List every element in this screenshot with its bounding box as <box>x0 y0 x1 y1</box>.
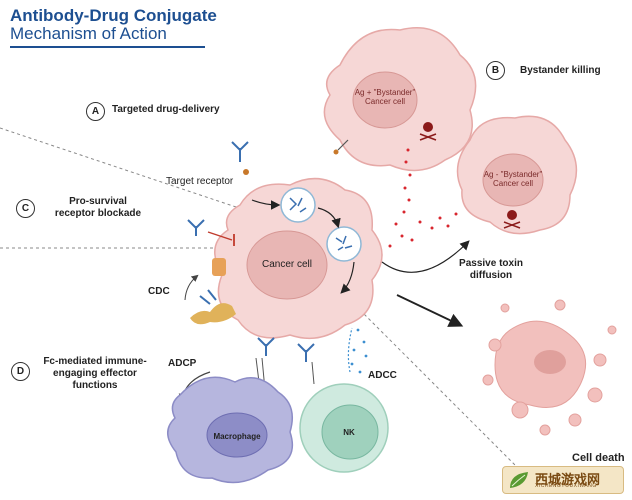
section-a-badge: A <box>86 102 105 121</box>
section-d-label: Fc-mediated immune-engaging effector fun… <box>43 356 147 391</box>
adcc-label: ADCC <box>368 370 397 381</box>
skull-icon-bystander-neg <box>503 210 521 229</box>
cdc-label: CDC <box>148 286 170 297</box>
bystander-neg-label: Ag - "Bystander" Cancer cell <box>483 170 543 188</box>
diagram-subtitle: Mechanism of Action <box>10 24 167 43</box>
section-d-divider <box>359 309 521 471</box>
macrophage-cell <box>167 376 294 484</box>
nk-label: NK <box>343 428 355 437</box>
bystander-pos-label: Ag + "Bystander" Cancer cell <box>354 88 416 106</box>
skull-icon-bystander-pos <box>419 122 437 141</box>
dead-cell-fragments <box>482 299 617 436</box>
watermark-badge: 西城游戏网 XICHENGYOUXIWANG <box>502 466 624 494</box>
watermark-subtext: XICHENGYOUXIWANG <box>535 483 597 489</box>
section-c-label: Pro-survival receptor blockade <box>54 196 142 219</box>
section-b-badge: B <box>486 61 505 80</box>
cancer-cell-label: Cancer cell <box>261 259 313 270</box>
section-b-label: Bystander killing <box>520 65 601 76</box>
main-cancer-cell <box>214 177 383 340</box>
complement-complex <box>190 258 236 325</box>
section-c-badge: C <box>16 199 35 218</box>
diagram-title: Antibody-Drug Conjugate <box>10 6 217 25</box>
cell-death-label: Cell death <box>572 452 625 464</box>
leaf-logo-icon <box>510 472 528 488</box>
bystander-ag-negative-cell <box>456 115 578 235</box>
section-d-badge: D <box>11 362 30 381</box>
watermark-text: 西城游戏网 <box>535 472 601 487</box>
target-receptor-label: Target receptor <box>166 176 234 187</box>
title-underline <box>10 46 205 48</box>
adcc-granules <box>350 328 368 374</box>
section-a-label: Targeted drug-delivery <box>112 104 220 115</box>
bystander-ag-positive-cell <box>323 27 477 172</box>
adc-target-receptor <box>231 141 249 162</box>
section-a-divider <box>0 127 246 211</box>
blockade-antibody <box>187 219 205 236</box>
nk-cell <box>299 383 389 473</box>
adcp-label: ADCP <box>168 358 197 369</box>
macrophage-label: Macrophage <box>213 432 261 441</box>
passive-diffusion-label: Passive toxin diffusion <box>459 258 523 281</box>
fc-antibodies <box>257 337 315 362</box>
